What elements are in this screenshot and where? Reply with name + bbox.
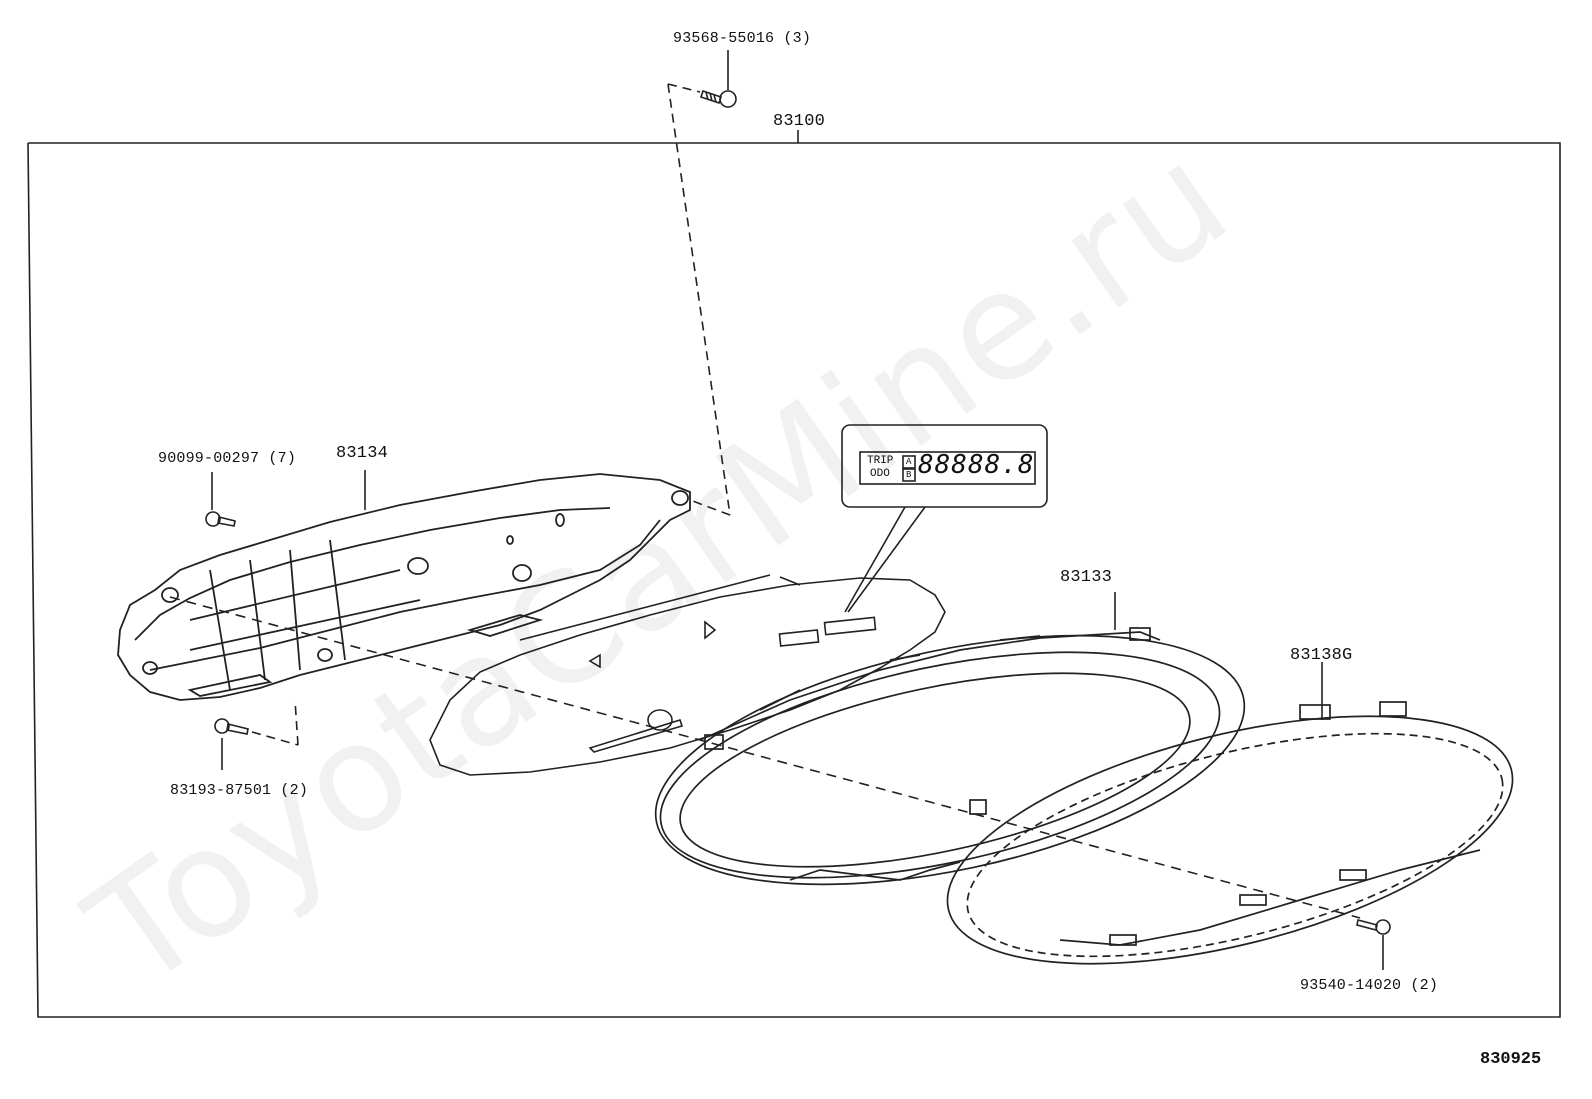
label-case-screw: 90099-00297 (7) [158, 450, 297, 467]
bottom-screw-icon [214, 718, 249, 735]
diagram-number: 830925 [1480, 1050, 1542, 1069]
assembly-frame [27, 142, 1561, 1018]
label-assembly: 83100 [773, 112, 826, 131]
meter-glass [946, 701, 1514, 965]
right-screw-icon [1356, 919, 1391, 935]
top-bolt-icon [699, 89, 737, 108]
odo-trip-text: TRIP [867, 455, 894, 467]
meter-case [117, 473, 691, 701]
dial-plate [429, 574, 946, 776]
odo-digits: 88888.8 [918, 450, 1035, 480]
label-case: 83134 [336, 444, 389, 463]
odometer-callout-box [841, 424, 1048, 508]
meter-plate [654, 627, 1246, 886]
odo-a-text: A [906, 457, 912, 467]
label-glass: 83138G [1290, 646, 1353, 665]
label-plate: 83133 [1060, 568, 1113, 587]
case-screw-icon [205, 511, 236, 527]
label-top-bolt: 93568-55016 (3) [673, 30, 812, 47]
odo-b-text: B [906, 470, 912, 480]
label-bottom-screw: 83193-87501 (2) [170, 782, 309, 799]
odo-odo-text: ODO [870, 468, 890, 480]
label-right-screw: 93540-14020 (2) [1300, 977, 1439, 994]
